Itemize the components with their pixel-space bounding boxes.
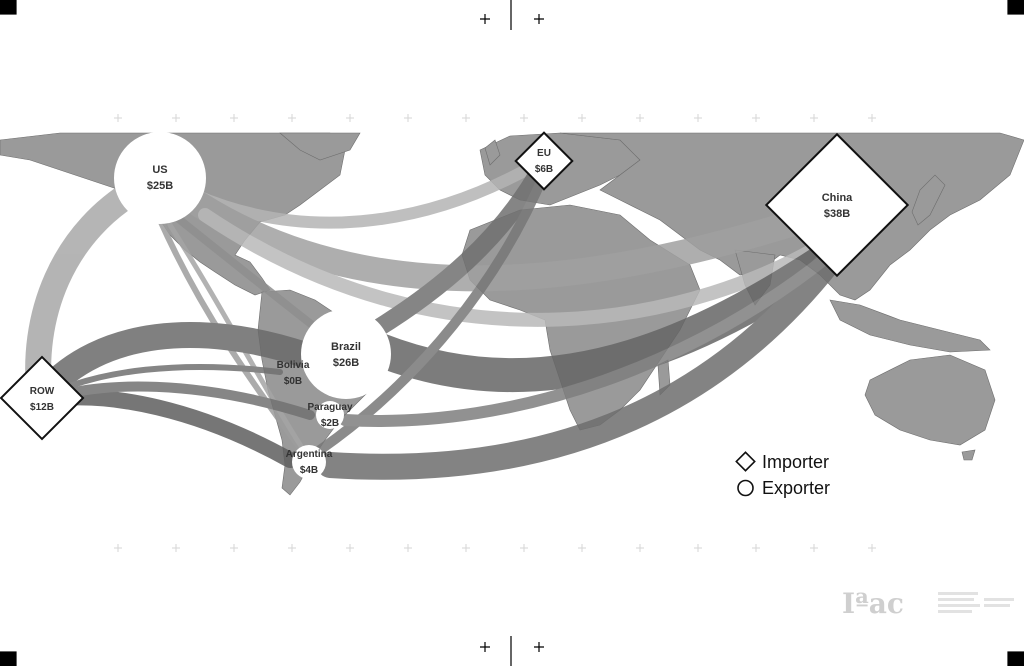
logo-mark: Iªac	[842, 587, 904, 620]
node-bolivia: Bolivia $0B	[277, 360, 310, 387]
flow-us-eu	[189, 159, 541, 229]
grid-cross	[114, 114, 122, 122]
node-brazil-name: Brazil	[331, 341, 361, 353]
grid-cross	[868, 544, 876, 552]
node-us: US $25B	[114, 132, 206, 224]
grid-cross	[868, 114, 876, 122]
node-china: China $38B	[764, 132, 910, 278]
legend-exporter-label: Exporter	[762, 478, 830, 498]
grid-cross	[172, 544, 180, 552]
flow-brazil-row	[32, 321, 318, 405]
grid-cross	[346, 544, 354, 552]
australia-landmass	[864, 354, 996, 446]
node-eu-value: $6B	[535, 164, 553, 175]
southeast-asia-islands	[829, 299, 991, 353]
flow-us-argentina	[167, 222, 313, 463]
node-paraguay-value: $2B	[321, 418, 339, 429]
grid-cross	[810, 114, 818, 122]
node-eu: EU $6B	[514, 131, 574, 191]
legend-importer-label: Importer	[762, 452, 829, 472]
grid-cross	[752, 544, 760, 552]
flow-us-china-2	[198, 208, 837, 327]
grid-cross	[578, 114, 586, 122]
japan-landmass	[911, 174, 946, 226]
grid-cross	[810, 544, 818, 552]
flow-brazil-eu	[366, 161, 549, 339]
tasmania-landmass	[961, 449, 976, 461]
grid-cross	[636, 114, 644, 122]
grid-cross	[230, 544, 238, 552]
grid-cross	[114, 544, 122, 552]
importer-diamond-icon	[735, 451, 756, 472]
node-row: ROW $12B	[0, 355, 85, 441]
node-us-value: $25B	[147, 180, 173, 192]
grid-cross	[404, 114, 412, 122]
grid-cross	[578, 544, 586, 552]
node-paraguay: Paraguay $2B	[307, 401, 353, 429]
grid-cross	[752, 114, 760, 122]
grid-cross	[694, 114, 702, 122]
node-row-value: $12B	[30, 402, 54, 413]
node-china-name: China	[822, 192, 853, 204]
grid-cross	[462, 114, 470, 122]
node-china-value: $38B	[824, 208, 850, 220]
flow-argentina-china	[317, 247, 843, 480]
node-bolivia-value: $0B	[284, 376, 302, 387]
node-row-name: ROW	[30, 386, 55, 397]
node-argentina: Argentina $4B	[286, 445, 333, 479]
grid-cross	[404, 544, 412, 552]
greenland-landmass	[279, 132, 361, 161]
legend: Importer Exporter	[735, 451, 830, 498]
flow-paraguay-china	[339, 249, 836, 427]
grid-cross	[172, 114, 180, 122]
grid-cross	[462, 544, 470, 552]
node-brazil-value: $26B	[333, 357, 359, 369]
grid-cross	[230, 114, 238, 122]
grid-cross	[520, 114, 528, 122]
node-paraguay-name: Paraguay	[307, 402, 352, 413]
node-us-name: US	[152, 164, 167, 176]
grid-cross	[520, 544, 528, 552]
grid-cross	[288, 114, 296, 122]
node-bolivia-name: Bolivia	[277, 360, 310, 371]
exporter-circle-icon	[737, 479, 754, 497]
flow-us-china	[187, 192, 848, 292]
logo-tagline-decoration	[938, 592, 1014, 613]
grid-cross	[346, 114, 354, 122]
iaac-logo: Iªac	[842, 587, 1014, 620]
uk-landmass	[484, 139, 501, 166]
flow-us-brazil	[176, 216, 329, 339]
node-brazil: Brazil $26B	[301, 309, 391, 399]
node-eu-name: EU	[537, 148, 551, 159]
node-argentina-value: $4B	[300, 465, 318, 476]
node-argentina-name: Argentina	[286, 449, 333, 460]
grid-cross	[694, 544, 702, 552]
grid-cross	[288, 544, 296, 552]
grid-cross	[636, 544, 644, 552]
